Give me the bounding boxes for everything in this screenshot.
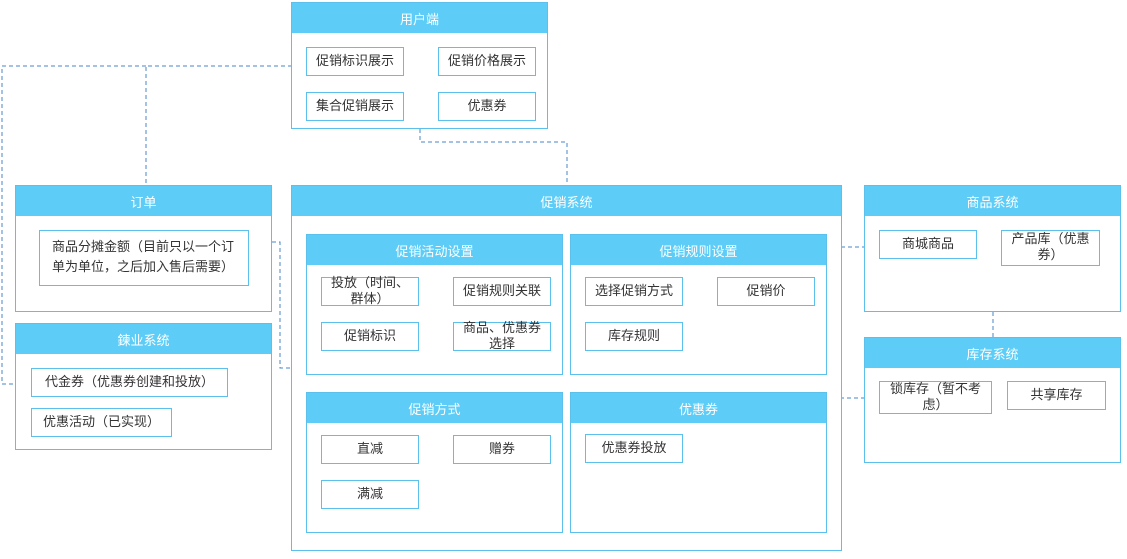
bundle-promo-display-box: 集合促销展示 <box>306 92 404 121</box>
promo-rule-link-box: 促销规则关联 <box>453 277 551 306</box>
promo-price-display-box: 促销价格展示 <box>438 47 536 76</box>
promo-rules-title: 促销规则设置 <box>571 235 826 265</box>
promo-methods-title: 促销方式 <box>307 393 562 423</box>
connector-user-promo <box>419 122 568 186</box>
voucher-box: 代金券（优惠券创建和投放） <box>31 368 228 397</box>
select-promo-method-box: 选择促销方式 <box>585 277 683 306</box>
user-coupon-box: 优惠券 <box>438 92 536 121</box>
promo-tag-box: 促销标识 <box>321 322 419 351</box>
user-end-title: 用户端 <box>292 3 547 33</box>
product-system-panel: 商品系统 <box>864 185 1121 312</box>
lock-stock-box: 锁库存（暂不考虑） <box>879 381 992 414</box>
promo-system-title: 促销系统 <box>292 186 841 216</box>
product-coupon-select-box: 商品、优惠券选择 <box>453 321 551 352</box>
direct-discount-box: 直减 <box>321 435 419 464</box>
coupon-delivery-box: 优惠券投放 <box>585 434 683 463</box>
connector-user-order <box>145 65 306 186</box>
promo-tag-display-box: 促销标识展示 <box>306 47 404 76</box>
item-allocation-amount-box: 商品分摊金额（目前只以一个订单为单位，之后加入售后需要） <box>39 230 249 286</box>
coupon-title: 优惠券 <box>571 393 826 423</box>
order-title: 订单 <box>16 186 271 216</box>
stock-rule-box: 库存规则 <box>585 322 683 351</box>
product-library-box: 产品库（优惠券） <box>1001 230 1100 266</box>
promo-activity-implemented-box: 优惠活动（已实现） <box>31 408 172 437</box>
product-system-title: 商品系统 <box>865 186 1120 216</box>
connector-user-jianye <box>1 65 146 385</box>
promo-activity-title: 促销活动设置 <box>307 235 562 265</box>
full-reduction-box: 满减 <box>321 480 419 509</box>
promo-price-box: 促销价 <box>717 277 815 306</box>
inventory-system-title: 库存系统 <box>865 338 1120 368</box>
mall-product-box: 商城商品 <box>879 230 977 259</box>
shared-stock-box: 共享库存 <box>1007 381 1106 410</box>
jianye-title: 鍊业系统 <box>16 324 271 354</box>
connector-order-promo <box>272 241 292 369</box>
gift-coupon-box: 赠券 <box>453 435 551 464</box>
delivery-time-group-box: 投放（时间、群体） <box>321 276 419 307</box>
